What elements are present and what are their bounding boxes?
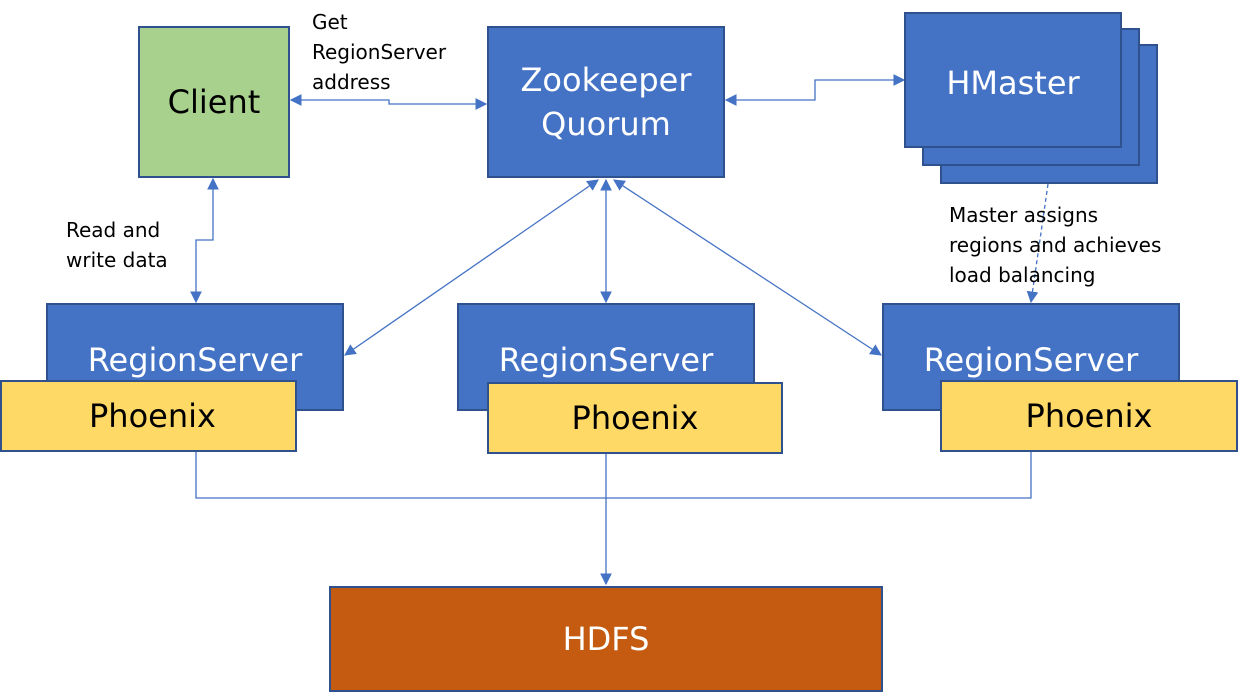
phoenix-hdfs-bus (195, 452, 1032, 499)
zookeeper-label: Zookeeper Quorum (520, 61, 692, 143)
hdfs-node: HDFS (329, 586, 883, 692)
phoenix-left: Phoenix (0, 380, 297, 452)
client-regionserver-connector (190, 177, 219, 304)
client-label: Client (167, 83, 261, 121)
hdfs-label: HDFS (562, 620, 650, 658)
get-address-label: Get RegionServer address (312, 10, 447, 94)
regionserver-left-label: RegionServer (87, 341, 303, 379)
zookeeper-hmaster-connector (724, 74, 906, 106)
client-zookeeper-connector (289, 94, 488, 110)
client-node: Client (138, 26, 290, 178)
zookeeper-node: Zookeeper Quorum (487, 26, 725, 178)
hmaster-label: HMaster (946, 64, 1080, 102)
read-write-label: Read and write data (66, 218, 168, 272)
phoenix-left-label: Phoenix (89, 397, 216, 435)
zookeeper-regionserver-right-connector (613, 179, 882, 356)
phoenix-right-label: Phoenix (1025, 397, 1153, 435)
regionserver-right-label: RegionServer (923, 341, 1139, 379)
phoenix-mid: Phoenix (487, 382, 783, 454)
regionserver-mid-label: RegionServer (498, 341, 714, 379)
master-assigns-label: Master assigns regions and achieves load… (949, 203, 1162, 287)
zookeeper-regionserver-left-connector (344, 179, 599, 356)
hmaster-node: HMaster (904, 12, 1122, 148)
phoenix-right: Phoenix (940, 380, 1238, 452)
hmaster-regionserver-connector (1026, 183, 1049, 304)
phoenix-mid-label: Phoenix (571, 399, 699, 437)
